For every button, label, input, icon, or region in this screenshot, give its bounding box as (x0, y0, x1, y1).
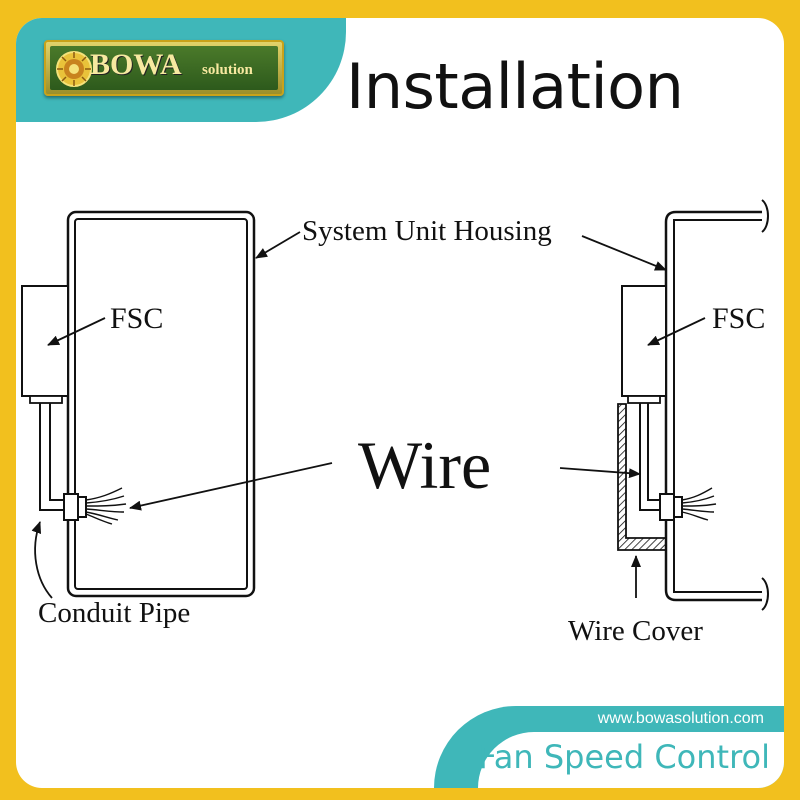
break-mark-top (761, 199, 769, 233)
brand-suffix: solution (202, 62, 253, 78)
label-fsc-right: FSC (712, 302, 765, 335)
right-installation (617, 199, 769, 611)
wire-strands-left (85, 487, 127, 525)
break-mark-bottom (761, 577, 769, 611)
arrow-wire-right (559, 467, 641, 479)
fsc-box-left (21, 285, 69, 397)
gland-nut-right (673, 496, 683, 518)
label-conduit: Conduit Pipe (38, 597, 190, 629)
fsc-base-right (627, 395, 661, 404)
fsc-box-right (621, 285, 667, 397)
arrow-fsc-right (647, 317, 706, 346)
housing-inner-right (673, 219, 762, 593)
website-url: www.bowasolution.com (597, 710, 764, 727)
brand-name: BOWA (90, 48, 182, 81)
arrow-wire-left (129, 462, 333, 511)
footer-band (478, 732, 784, 788)
logo-plate: BOWA solution (50, 46, 278, 90)
wire-right (639, 403, 662, 511)
gland-nut-left (77, 496, 87, 518)
left-installation (21, 210, 256, 599)
arrow-conduit (31, 521, 53, 599)
label-fsc-left: FSC (110, 302, 163, 335)
housing-right (664, 210, 762, 602)
arrow-housing-right (581, 235, 667, 271)
wire-cover (617, 403, 667, 551)
page-title: Installation (346, 50, 684, 123)
label-wire: Wire (358, 427, 491, 503)
fsc-base-left (29, 395, 63, 404)
label-wire-cover: Wire Cover (568, 615, 703, 647)
gland-right (659, 493, 675, 521)
arrow-housing-left (255, 231, 301, 259)
sun-emblem-icon (56, 51, 92, 87)
product-name: Fan Speed Control (478, 738, 770, 776)
gland-left (63, 493, 79, 521)
brand-logo: BOWA solution (44, 40, 284, 96)
wire-strands-right (681, 487, 717, 521)
conduit-pipe-left (39, 403, 68, 511)
label-housing: System Unit Housing (302, 215, 552, 247)
housing-inner-left (74, 218, 248, 590)
arrow-fsc-left (47, 317, 106, 346)
housing-outer-left (66, 210, 256, 598)
